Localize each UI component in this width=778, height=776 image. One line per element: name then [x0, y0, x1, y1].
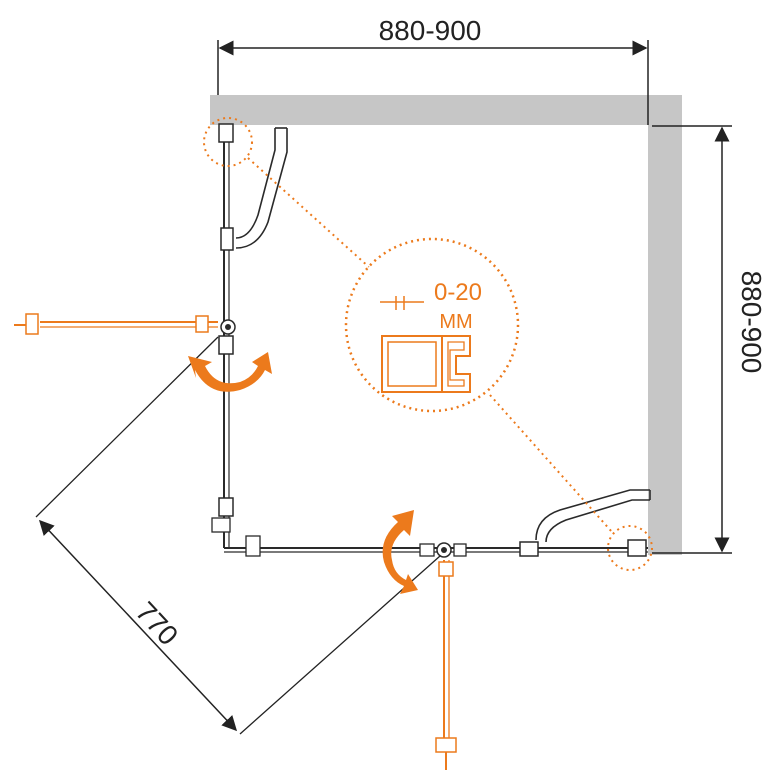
- detail-marker-right: [607, 525, 653, 571]
- diagonal-door-label: 770: [130, 596, 185, 651]
- callout-unit-label: MM: [439, 311, 472, 333]
- hinge-icon: [211, 517, 261, 557]
- left-door-open: [14, 313, 218, 335]
- right-wall: [648, 125, 682, 555]
- leader-line-top: [247, 157, 371, 269]
- top-width-label: 880-900: [379, 15, 482, 46]
- leader-line-right: [489, 394, 613, 533]
- bottom-door-open: [435, 560, 457, 770]
- top-dimension: 880-900: [217, 15, 649, 125]
- profile-detail-callout: 0-20 MM: [344, 237, 520, 413]
- diagonal-dimension: 770: [35, 336, 441, 735]
- right-depth-label: 880-900: [736, 271, 767, 374]
- top-wall: [210, 95, 682, 125]
- left-fixed-panel: [218, 123, 234, 548]
- curved-double-arrow-icon: [382, 510, 418, 594]
- callout-range-label: 0-20: [434, 279, 482, 306]
- hinge-icon: [220, 319, 236, 335]
- hinge-icon: [419, 542, 467, 558]
- detail-marker-top: [203, 117, 253, 167]
- support-bar-right: [535, 489, 651, 543]
- curved-double-arrow-icon: [188, 352, 272, 392]
- right-dimension: 880-900: [652, 125, 767, 554]
- bottom-fixed-panel: [224, 539, 648, 557]
- support-bar-top: [235, 127, 288, 249]
